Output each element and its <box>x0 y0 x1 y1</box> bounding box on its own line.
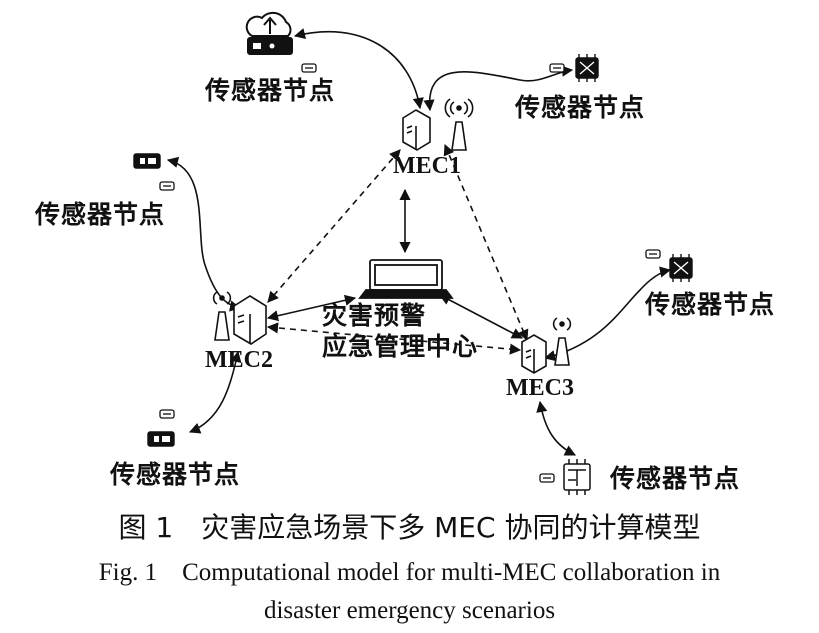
sensor-label-left: 传感器节点 <box>35 200 166 229</box>
link-mec3-center <box>439 294 523 339</box>
laptop-icon <box>358 259 454 299</box>
sensor-device-icon <box>133 153 161 169</box>
figure-caption-en-line1: Fig. 1 Computational model for multi-MEC… <box>98 559 721 586</box>
link-mec3-sensor-br <box>536 400 577 456</box>
sensor-device-icon <box>549 63 565 73</box>
mec1-label: MEC1 <box>393 153 461 179</box>
link-mec3-sensor-r <box>543 266 672 362</box>
sensor-label-top-left: 传感器节点 <box>205 76 336 105</box>
sensor-label-bottom-left: 传感器节点 <box>110 460 241 489</box>
server-icon <box>521 334 547 374</box>
sensor-device-icon <box>159 409 175 419</box>
chip-icon <box>563 459 591 495</box>
sensor-label-bottom-right: 传感器节点 <box>610 464 741 493</box>
network-diagram <box>133 11 693 495</box>
link-mec2-sensor-bl <box>188 350 242 434</box>
link-mec2-center <box>266 294 357 322</box>
antenna-icon <box>212 291 232 341</box>
sensor-label-top-right: 传感器节点 <box>515 93 646 122</box>
antenna-icon <box>552 317 572 366</box>
center-links <box>266 188 523 339</box>
chip-icon <box>575 54 599 82</box>
cloud-upload-icon <box>245 11 293 55</box>
link-cloud-mec1 <box>293 28 424 110</box>
link-sensor-l-mec2 <box>166 156 242 312</box>
sensor-device-icon <box>645 249 661 259</box>
sensor-device-icon <box>539 473 555 483</box>
sensor-links <box>166 28 672 456</box>
figure-caption-en-line2: disaster emergency scenarios <box>263 597 556 624</box>
sensor-device-icon <box>147 431 175 447</box>
link-mec1-sensor-tr <box>423 65 574 112</box>
link-mec2-mec3 <box>266 322 522 355</box>
server-icon <box>233 295 267 345</box>
link-mec1-mec2 <box>267 149 401 303</box>
server-icon <box>402 109 431 151</box>
antenna-icon <box>444 98 474 151</box>
center-label-line1: 灾害预警 <box>322 301 427 330</box>
sensor-label-right: 传感器节点 <box>645 290 776 319</box>
figure-caption-zh: 图 1 灾害应急场景下多 MEC 协同的计算模型 <box>118 511 701 544</box>
mec2-label: MEC2 <box>205 347 273 373</box>
chip-icon <box>669 254 693 282</box>
mec3-label: MEC3 <box>506 375 574 401</box>
sensor-device-icon <box>301 63 317 73</box>
center-label-line2: 应急管理中心 <box>322 332 479 361</box>
sensor-device-icon <box>159 181 175 191</box>
